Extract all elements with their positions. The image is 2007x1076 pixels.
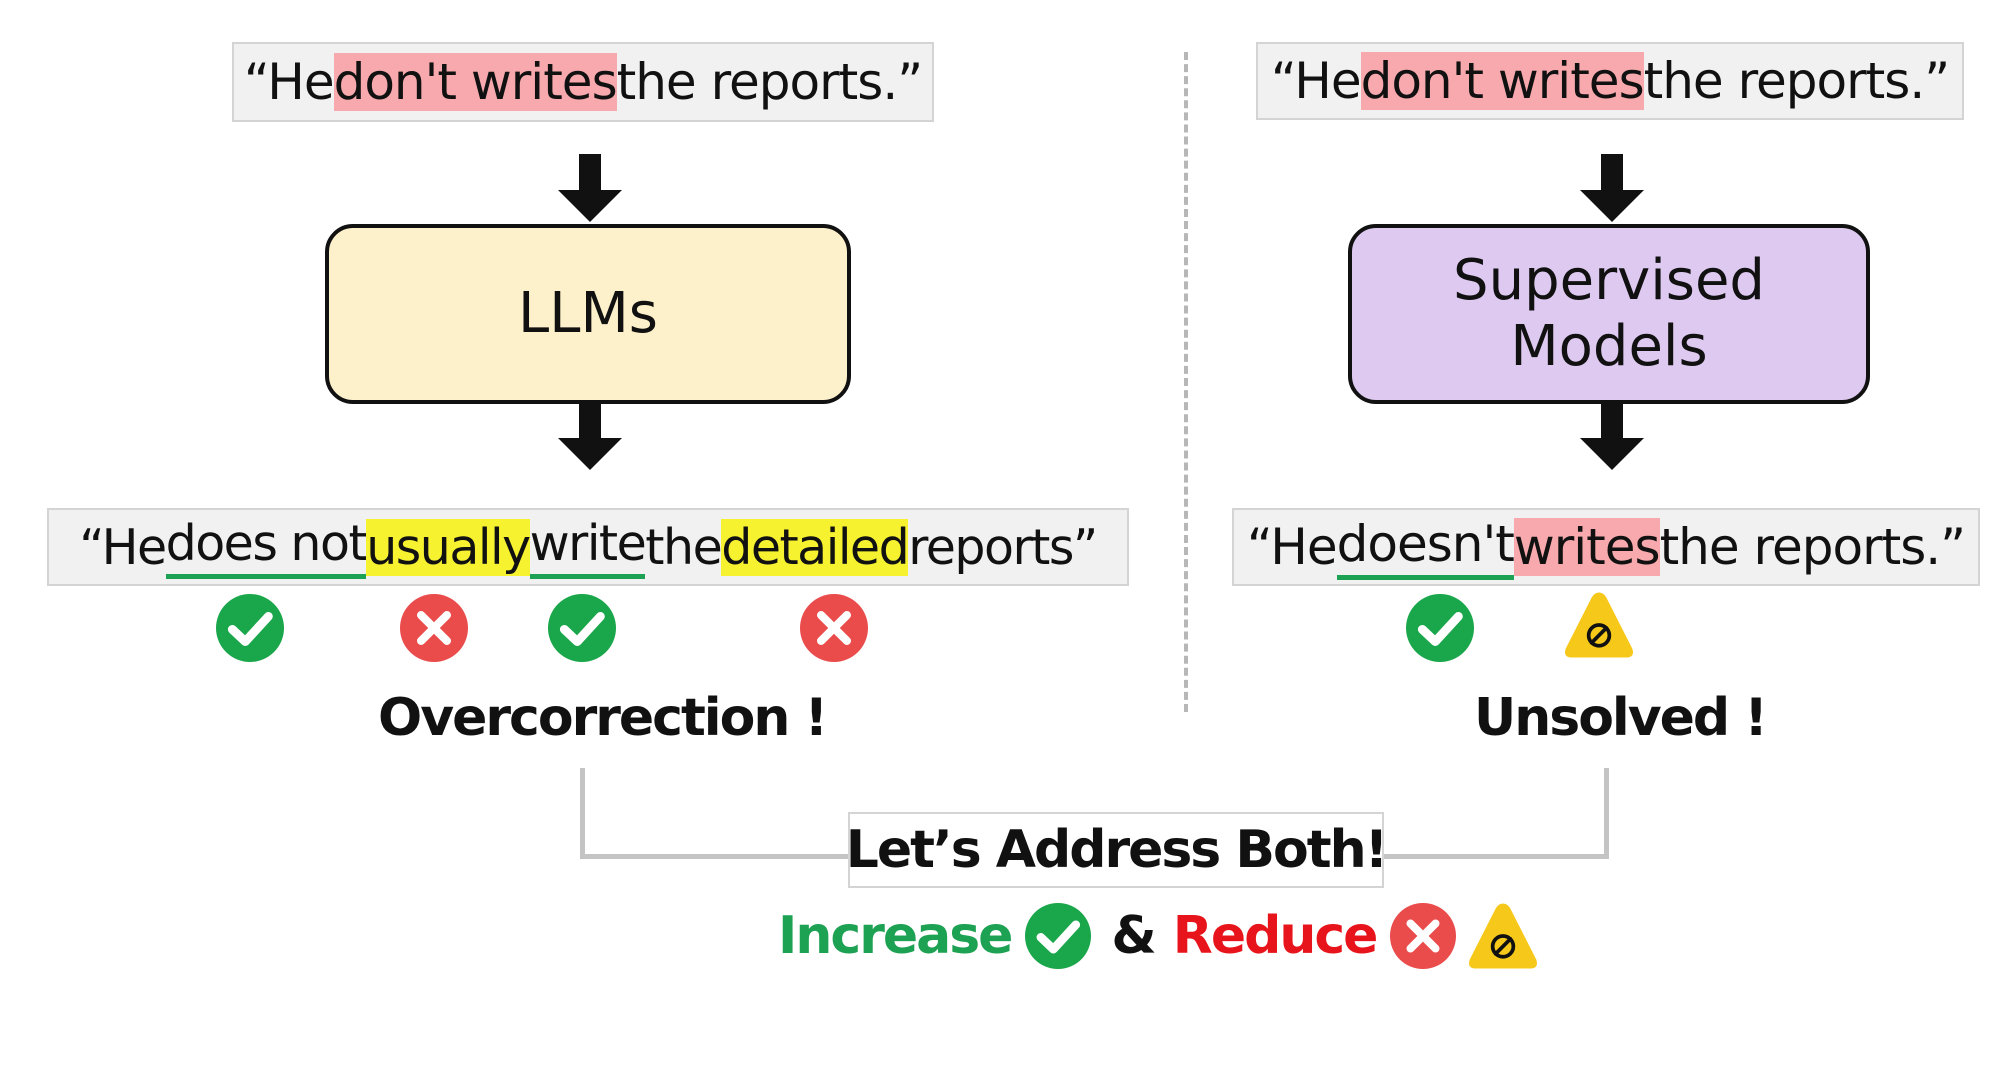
right-output-correct-doesnt: doesn't bbox=[1336, 515, 1515, 580]
supervised-models-box: Supervised Models bbox=[1348, 224, 1870, 404]
cross-icon bbox=[400, 594, 468, 662]
supervised-box-label-line2: Models bbox=[1510, 314, 1708, 379]
warning-icon bbox=[1467, 901, 1540, 971]
ampersand-label: & bbox=[1111, 906, 1156, 966]
right-arrow-down-icon-bottom bbox=[1580, 402, 1644, 470]
left-output-t8: reports” bbox=[908, 518, 1098, 576]
llm-box-label: LLMs bbox=[518, 281, 658, 346]
right-output-t0: “He bbox=[1246, 518, 1338, 576]
right-output-error-writes: writes bbox=[1513, 518, 1661, 576]
increase-reduce-line: Increase & Reduce bbox=[778, 896, 1540, 976]
left-output-t0: “He bbox=[79, 518, 167, 576]
right-input-error-highlight: don't writes bbox=[1360, 52, 1645, 110]
left-output-correct-write: write bbox=[529, 515, 647, 579]
address-both-box: Let’s Address Both! bbox=[845, 812, 1389, 888]
left-input-prefix: “He bbox=[243, 53, 335, 111]
cross-icon bbox=[1390, 903, 1456, 969]
check-icon bbox=[548, 594, 616, 662]
check-icon bbox=[1025, 903, 1091, 969]
check-icon bbox=[216, 594, 284, 662]
right-input-prefix: “He bbox=[1270, 52, 1362, 110]
left-output-added-detailed: detailed bbox=[721, 518, 910, 576]
right-arrow-down-icon-top bbox=[1580, 154, 1644, 222]
warning-icon bbox=[1563, 590, 1635, 660]
unsolved-caption: Unsolved ! bbox=[1474, 688, 1768, 748]
left-input-suffix: the reports.” bbox=[616, 53, 924, 111]
address-both-title: Let’s Address Both! bbox=[845, 820, 1389, 880]
left-input-sentence: “He don't writes the reports.” bbox=[232, 42, 934, 122]
right-output-t4: the reports.” bbox=[1659, 518, 1967, 576]
left-output-sentence: “He does not usually write the detailed … bbox=[47, 508, 1129, 586]
check-icon bbox=[1406, 594, 1474, 662]
right-input-suffix: the reports.” bbox=[1643, 52, 1951, 110]
right-connector-line bbox=[1378, 768, 1609, 859]
left-output-correct-does-not: does not bbox=[165, 515, 368, 579]
left-connector-line bbox=[580, 768, 857, 859]
right-input-sentence: “He don't writes the reports.” bbox=[1256, 42, 1964, 120]
supervised-box-label-line1: Supervised bbox=[1453, 248, 1765, 313]
dashed-divider bbox=[1184, 52, 1188, 712]
increase-label: Increase bbox=[778, 906, 1013, 966]
reduce-label: Reduce bbox=[1172, 906, 1379, 966]
left-output-t6: the bbox=[645, 518, 722, 576]
right-output-sentence: “He doesn't writes the reports.” bbox=[1232, 508, 1980, 586]
left-arrow-down-icon-bottom bbox=[558, 402, 622, 470]
left-input-error-highlight: don't writes bbox=[333, 53, 618, 111]
overcorrection-caption: Overcorrection ! bbox=[378, 688, 828, 748]
left-arrow-down-icon-top bbox=[558, 154, 622, 222]
llm-box: LLMs bbox=[325, 224, 851, 404]
cross-icon bbox=[800, 594, 868, 662]
left-output-added-usually: usually bbox=[366, 518, 531, 576]
